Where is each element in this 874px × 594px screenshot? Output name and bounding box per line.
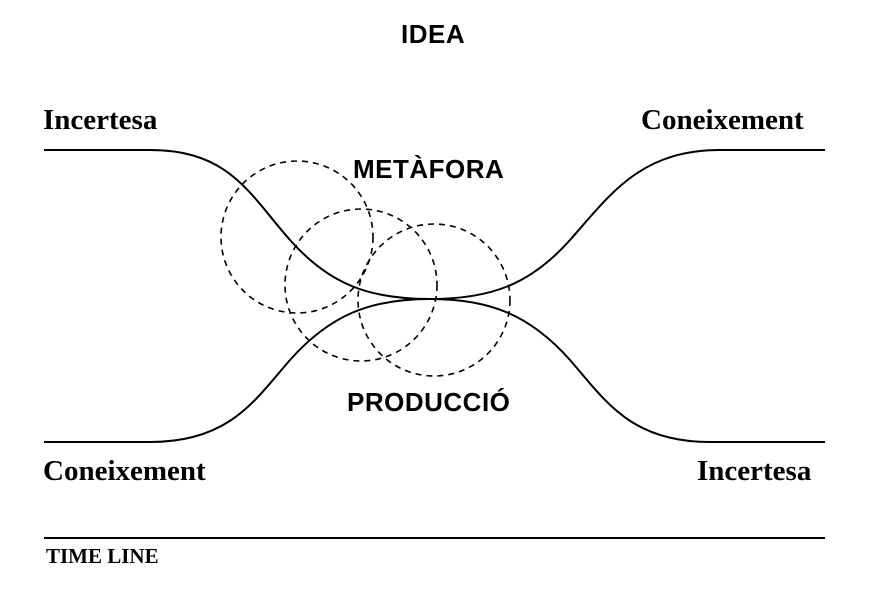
dashed-circle-3 — [357, 223, 511, 377]
title-idea: IDEA — [401, 19, 466, 49]
lower-curve — [44, 297, 825, 443]
label-bottom-right: Incertesa — [697, 455, 812, 487]
label-time-line: TIME LINE — [46, 544, 159, 568]
dashed-circle-1 — [220, 160, 374, 314]
label-top-right: Coneixement — [641, 104, 804, 136]
dashed-circle-2 — [284, 208, 438, 362]
label-produccio: PRODUCCIÓ — [347, 387, 511, 417]
label-metafora: METÀFORA — [353, 154, 505, 184]
label-top-left: Incertesa — [43, 104, 158, 136]
label-bottom-left: Coneixement — [43, 455, 206, 487]
